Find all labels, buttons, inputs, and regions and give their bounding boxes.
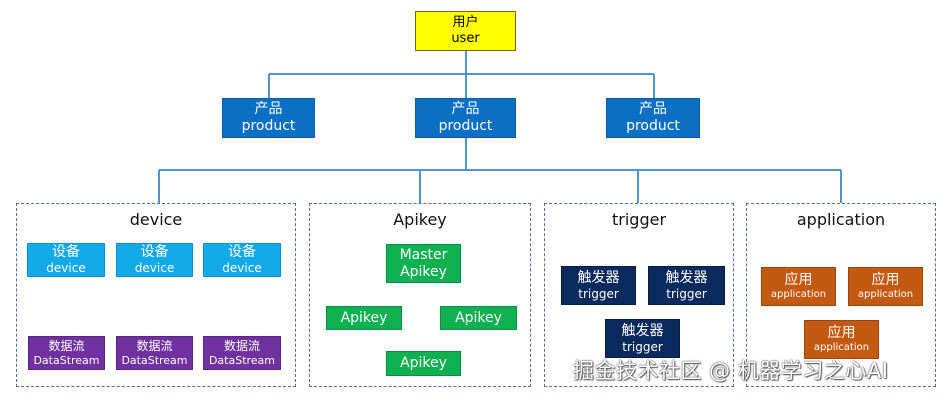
device-node-3: 设备 device xyxy=(203,243,281,277)
product-label-zh: 产品 xyxy=(254,101,283,118)
apikey-node-right: Apikey xyxy=(440,306,517,330)
device-node-2: 设备 device xyxy=(116,243,193,277)
application-label-zh: 应用 xyxy=(871,272,900,289)
user-label-en: user xyxy=(451,31,480,46)
application-label-zh: 应用 xyxy=(827,325,856,342)
datastream-label-zh: 数据流 xyxy=(223,339,260,354)
trigger-label-zh: 触发器 xyxy=(665,269,708,286)
master-apikey-line2: Apikey xyxy=(400,263,447,280)
product-label-en: product xyxy=(626,118,680,134)
datastream-label-en: DataStream xyxy=(33,353,100,367)
trigger-label-zh: 触发器 xyxy=(577,269,620,286)
device-label-en: device xyxy=(222,261,262,276)
product-node-1: 产品 product xyxy=(222,98,315,138)
device-group-title: device xyxy=(129,210,183,229)
apikey-group-title: Apikey xyxy=(393,210,447,229)
application-label-en: application xyxy=(857,288,914,300)
device-label-en: device xyxy=(46,261,86,276)
product-label-en: product xyxy=(438,118,493,134)
trigger-label-en: trigger xyxy=(622,339,663,354)
datastream-node-2: 数据流 DataStream xyxy=(116,336,193,370)
trigger-label-en: trigger xyxy=(666,286,707,301)
apikey-node-left: Apikey xyxy=(326,306,402,330)
application-label-en: application xyxy=(770,288,827,300)
apikey-label: Apikey xyxy=(455,309,502,326)
device-node-1: 设备 device xyxy=(27,243,105,277)
datastream-label-zh: 数据流 xyxy=(48,339,85,354)
trigger-group-title: trigger xyxy=(611,210,667,229)
datastream-node-1: 数据流 DataStream xyxy=(28,336,105,370)
master-apikey-line1: Master xyxy=(399,246,448,263)
product-node-3: 产品 product xyxy=(606,98,700,138)
trigger-node-1: 触发器 trigger xyxy=(561,266,636,305)
application-label-zh: 应用 xyxy=(784,272,813,289)
datastream-label-en: DataStream xyxy=(208,353,276,367)
device-label-zh: 设备 xyxy=(228,244,256,261)
apikey-node-bottom: Apikey xyxy=(386,351,461,376)
application-node-1: 应用 application xyxy=(761,267,836,306)
product-label-zh: 产品 xyxy=(451,101,480,118)
user-node: 用户 user xyxy=(415,11,516,51)
trigger-label-en: trigger xyxy=(578,286,619,301)
application-node-3: 应用 application xyxy=(804,320,879,359)
apikey-label: Apikey xyxy=(400,355,447,372)
trigger-node-2: 触发器 trigger xyxy=(648,266,725,305)
application-group-title: application xyxy=(796,210,886,229)
application-node-2: 应用 application xyxy=(848,267,923,306)
watermark: 掘金技术社区 @ 机器学习之心AI xyxy=(573,359,889,383)
apikey-label: Apikey xyxy=(340,309,388,326)
product-node-2: 产品 product xyxy=(415,98,516,138)
device-label-en: device xyxy=(134,261,175,276)
master-apikey-node: Master Apikey xyxy=(386,244,461,283)
trigger-label-zh: 触发器 xyxy=(621,322,664,339)
product-label-en: product xyxy=(241,118,296,134)
trigger-node-3: 触发器 trigger xyxy=(605,319,680,358)
device-label-zh: 设备 xyxy=(52,244,80,261)
user-label-zh: 用户 xyxy=(452,15,479,31)
datastream-label-en: DataStream xyxy=(121,353,188,367)
product-label-zh: 产品 xyxy=(639,101,667,118)
datastream-node-3: 数据流 DataStream xyxy=(203,336,281,370)
device-label-zh: 设备 xyxy=(140,244,169,261)
datastream-label-zh: 数据流 xyxy=(136,339,173,354)
application-label-en: application xyxy=(813,341,870,353)
